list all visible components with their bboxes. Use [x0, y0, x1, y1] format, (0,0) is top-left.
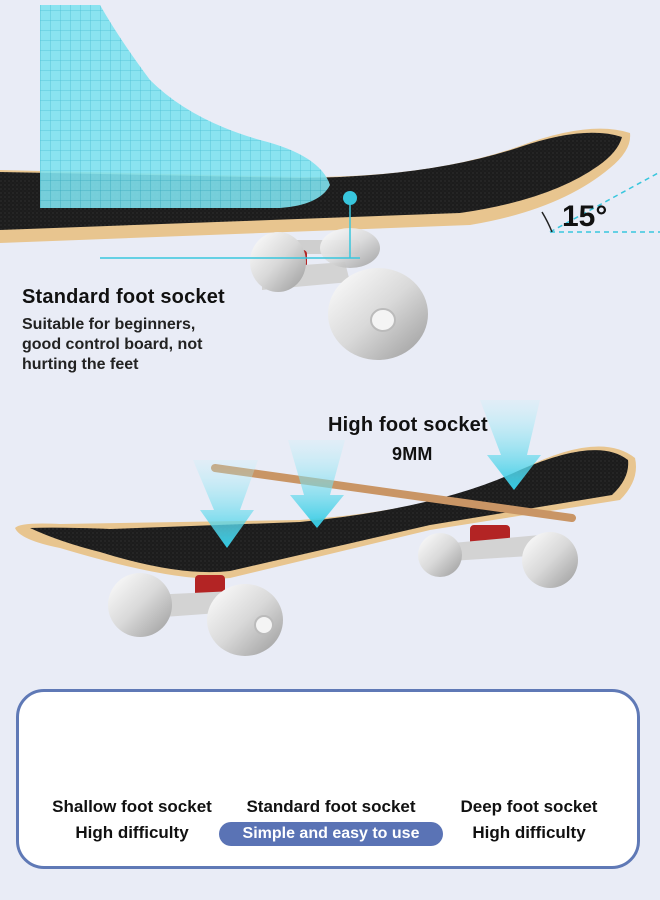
standard-desc-badge: Simple and easy to use	[219, 822, 443, 846]
down-arrow	[480, 400, 541, 490]
wheel	[418, 533, 462, 577]
standard-title: Standard foot socket	[246, 797, 416, 816]
middle-title: High foot socket	[328, 414, 488, 436]
measurement-stick	[211, 464, 576, 522]
foot-mesh	[40, 5, 330, 208]
top-title: Standard foot socket	[22, 286, 225, 308]
wheel	[250, 232, 306, 292]
wheel	[207, 584, 283, 656]
deep-title: Deep foot socket	[460, 797, 598, 816]
wheel	[522, 532, 578, 588]
middle-skateboard	[15, 446, 636, 656]
top-desc-line-1: Suitable for beginners,	[22, 316, 196, 333]
top-desc-line-3: hurting the feet	[22, 356, 139, 373]
pressure-arrows	[193, 400, 541, 548]
top-desc-line-2: good control board, not	[22, 336, 203, 353]
wheel	[108, 573, 172, 637]
angle-label: 15°	[562, 200, 608, 233]
angle-guide	[100, 171, 660, 259]
down-arrow	[193, 460, 258, 548]
shallow-title: Shallow foot socket	[52, 797, 212, 816]
middle-sub: 9MM	[392, 444, 433, 464]
shallow-desc: High difficulty	[75, 823, 189, 842]
down-arrow	[288, 440, 345, 528]
deep-desc: High difficulty	[472, 823, 586, 842]
